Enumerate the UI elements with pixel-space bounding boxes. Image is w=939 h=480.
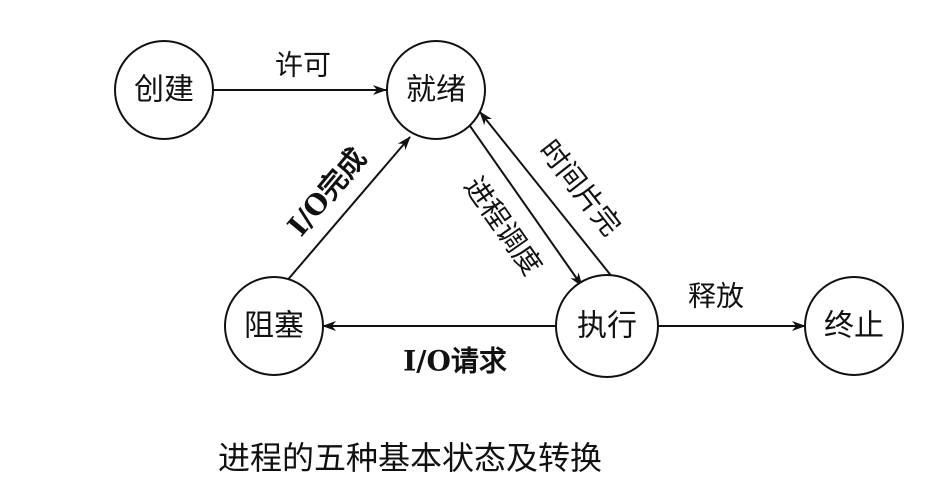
state-terminated: 终止	[804, 276, 904, 376]
state-create-circle	[114, 40, 214, 140]
state-ready-circle	[386, 40, 486, 140]
state-terminated-circle	[804, 276, 904, 376]
state-blocked: 阻塞	[224, 276, 324, 376]
state-create-label: 创建	[134, 73, 194, 108]
state-running-circle	[555, 274, 659, 378]
state-running: 执行	[555, 274, 659, 378]
state-running-label: 执行	[577, 309, 637, 344]
state-blocked-circle	[224, 276, 324, 376]
state-ready: 就绪	[386, 40, 486, 140]
label-io-request: I/O请求	[403, 345, 507, 378]
edge-running-to-ready	[479, 111, 618, 284]
diagram-caption: 进程的五种基本状态及转换	[218, 439, 602, 477]
edge-blocked-to-ready	[284, 136, 411, 284]
state-ready-label: 就绪	[406, 73, 466, 108]
edge-ready-to-running	[469, 125, 583, 287]
state-terminated-label: 终止	[824, 309, 884, 344]
label-timeout: 时间片完	[533, 134, 628, 243]
state-blocked-label: 阻塞	[244, 309, 304, 344]
state-create: 创建	[114, 40, 214, 140]
label-release: 释放	[688, 280, 744, 313]
label-io-complete: I/O完成	[281, 142, 373, 243]
label-dispatch: 进程调度	[457, 171, 548, 282]
label-admit: 许可	[275, 49, 331, 82]
